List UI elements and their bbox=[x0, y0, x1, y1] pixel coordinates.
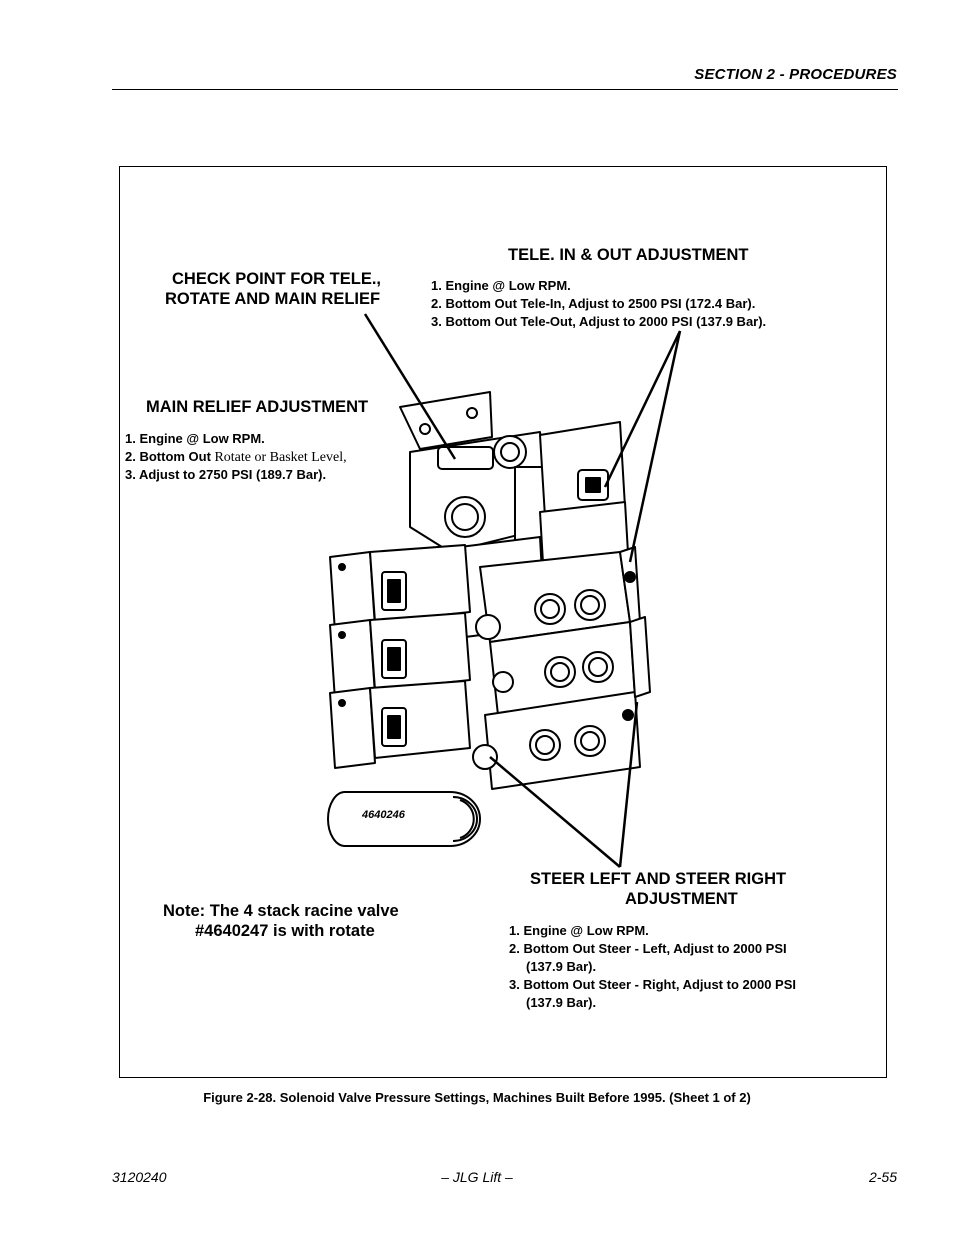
footer-doc-number: 3120240 bbox=[112, 1169, 167, 1185]
part-number-label: 4640246 bbox=[362, 809, 405, 821]
tele-adjust-step-3: 3. Bottom Out Tele-Out, Adjust to 2000 P… bbox=[431, 314, 767, 329]
main-relief-step-1: 1. Engine @ Low RPM. bbox=[125, 431, 265, 446]
steer-adjust-step-2: 2. Bottom Out Steer - Left, Adjust to 20… bbox=[509, 941, 787, 956]
main-relief-step-2-rest: Rotate or Basket Level, bbox=[210, 450, 347, 465]
check-point-line-1: CHECK POINT FOR TELE., bbox=[172, 270, 382, 288]
section-title: SECTION 2 - PROCEDURES bbox=[694, 66, 897, 83]
header-rule bbox=[112, 89, 898, 90]
main-relief-step-2-bold: 2. Bottom Out bbox=[125, 449, 211, 464]
steer-adjust-step-3-cont: (137.9 Bar). bbox=[526, 995, 597, 1010]
main-relief-step-2: 2. Bottom Out Rotate or Basket Level, bbox=[125, 450, 347, 465]
footer-page-number: 2-55 bbox=[868, 1169, 897, 1185]
valve-illustration bbox=[327, 313, 682, 868]
footer-brand: – JLG Lift – bbox=[441, 1169, 513, 1185]
tele-adjust-heading: TELE. IN & OUT ADJUSTMENT bbox=[508, 246, 749, 264]
tele-adjust-step-1: 1. Engine @ Low RPM. bbox=[431, 278, 571, 293]
steer-adjust-step-1: 1. Engine @ Low RPM. bbox=[509, 923, 649, 938]
note-line-2: #4640247 is with rotate bbox=[195, 922, 375, 940]
main-relief-step-3: 3. Adjust to 2750 PSI (189.7 Bar). bbox=[125, 467, 327, 482]
steer-adjust-heading-2: ADJUSTMENT bbox=[625, 890, 738, 908]
tele-adjust-step-2: 2. Bottom Out Tele-In, Adjust to 2500 PS… bbox=[431, 296, 756, 311]
steer-adjust-heading-1: STEER LEFT AND STEER RIGHT bbox=[530, 870, 787, 888]
figure-frame: TELE. IN & OUT ADJUSTMENT 1. Engine @ Lo… bbox=[119, 166, 887, 1078]
note-line-1: Note: The 4 stack racine valve bbox=[163, 902, 399, 920]
figure-caption: Figure 2-28. Solenoid Valve Pressure Set… bbox=[203, 1090, 751, 1105]
steer-adjust-step-3: 3. Bottom Out Steer - Right, Adjust to 2… bbox=[509, 977, 796, 992]
check-point-line-2: ROTATE AND MAIN RELIEF bbox=[165, 290, 381, 308]
steer-adjust-step-2-cont: (137.9 Bar). bbox=[526, 959, 597, 974]
main-relief-heading: MAIN RELIEF ADJUSTMENT bbox=[146, 398, 369, 416]
